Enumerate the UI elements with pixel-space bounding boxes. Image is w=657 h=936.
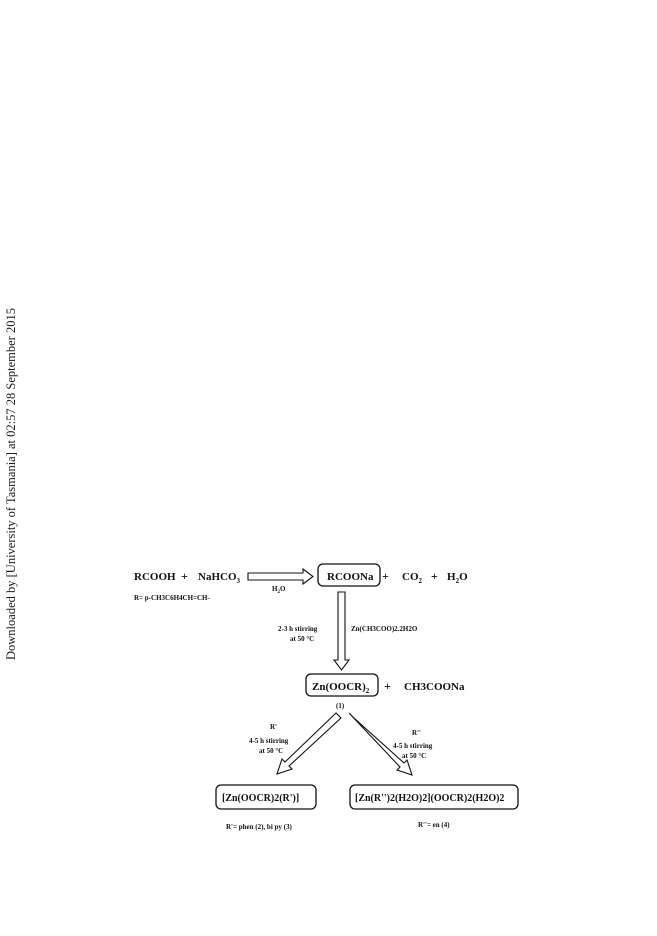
product1-box (305, 673, 379, 697)
product1-zn-oocr2: Zn(OOCR)2 (312, 681, 370, 695)
arrow-diag-right-hollow (348, 712, 413, 776)
plus-sign-3: + (431, 569, 438, 583)
step2-condition-line2: at 50 °C (290, 635, 314, 643)
plus-sign-2: + (382, 569, 389, 583)
reactant-nahco3: NaHCO3 (198, 571, 241, 585)
plus-sign-4: + (384, 679, 391, 693)
arrow1-label: H2O (272, 585, 286, 595)
left-branch-line1: 4-5 h stirring (249, 737, 289, 745)
left-branch-reagent: R' (270, 723, 277, 731)
arrow-diag-left-hollow (276, 712, 342, 775)
right-footnote: R''= en (4) (418, 821, 450, 829)
product1-byproduct: CH3COONa (404, 681, 465, 693)
step2-condition-line1: 2-3 h stirring (278, 625, 318, 633)
intermediate-rcoona: RCOONa (327, 571, 374, 583)
arrow-down-hollow (332, 591, 351, 671)
product-right-box (349, 784, 519, 810)
product-right: [Zn(R'')2(H2O)2](OOCR)2(H2O)2 (355, 793, 504, 804)
r-definition: R= p-CH3C6H4CH=CH- (134, 594, 211, 602)
left-footnote: R'= phen (2), bi py (3) (226, 823, 292, 831)
plus-sign-1: + (181, 569, 188, 583)
arrow-right-hollow (247, 567, 314, 586)
product-left-box (215, 784, 317, 810)
right-branch-line1: 4-5 h stirring (393, 742, 433, 750)
product-left: [Zn(OOCR)2(R')] (222, 793, 299, 804)
byproduct-co2: CO2 (402, 571, 423, 585)
intermediate-box (317, 563, 381, 587)
product1-number: (1) (336, 702, 345, 710)
left-branch-line2: at 50 °C (259, 747, 283, 755)
reactant-rcooh: RCOOH (134, 571, 176, 583)
byproduct-h2o: H2O (447, 571, 468, 585)
right-branch-reagent: R'' (412, 729, 421, 737)
step2-reagent: Zn(CH3COO)2.2H2O (351, 625, 418, 633)
right-branch-line2: at 50 °C (402, 752, 426, 760)
